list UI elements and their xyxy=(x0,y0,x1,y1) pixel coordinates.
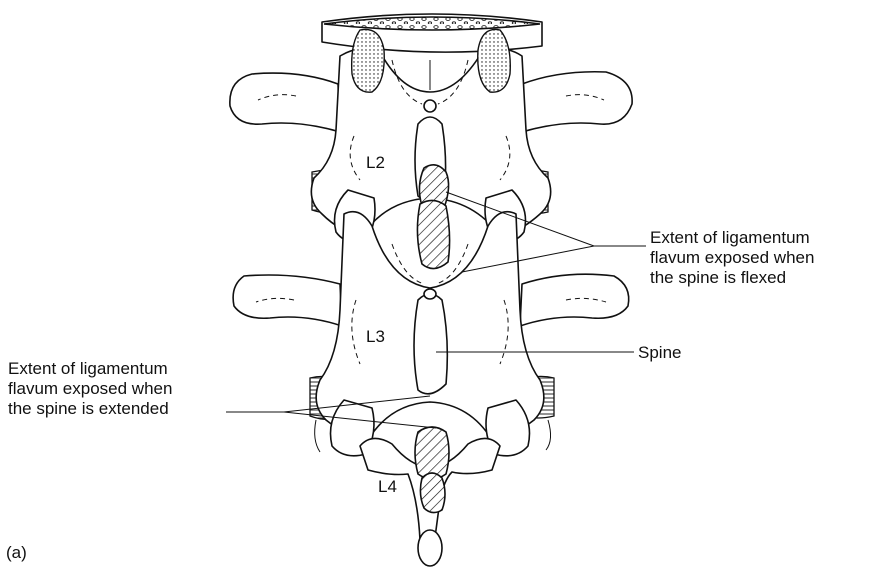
extended-caption-line-3: the spine is extended xyxy=(8,399,169,418)
flexed-caption-line-3: the spine is flexed xyxy=(650,268,786,287)
extended-caption-line-1: Extent of ligamentum xyxy=(8,359,168,378)
label-l4: L4 xyxy=(378,477,397,496)
flexed-caption-line-2: flavum exposed when xyxy=(650,248,814,267)
extended-caption-line-2: flavum exposed when xyxy=(8,379,172,398)
flexed-caption-line-1: Extent of ligamentum xyxy=(650,228,810,247)
spine-label: Spine xyxy=(638,343,681,362)
label-l2: L2 xyxy=(366,153,385,172)
label-l3: L3 xyxy=(366,327,385,346)
panel-label: (a) xyxy=(6,543,27,562)
